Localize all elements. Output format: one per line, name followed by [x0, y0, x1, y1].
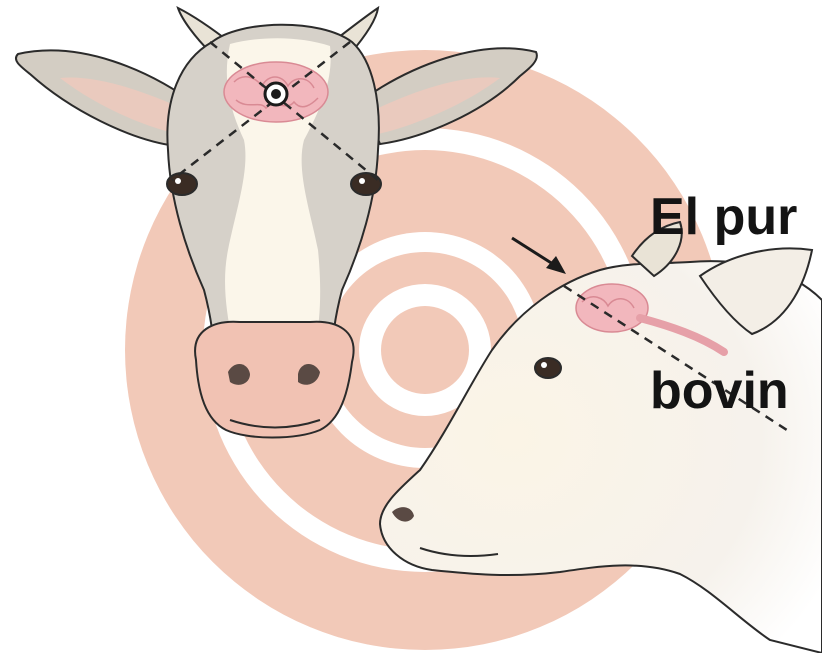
side-eye-glint	[541, 362, 547, 368]
right-eye-glint	[359, 178, 365, 184]
stun-point-marker	[265, 83, 287, 105]
left-eye-glint	[175, 178, 181, 184]
muzzle	[195, 322, 353, 438]
target-bullseye	[381, 306, 469, 394]
right-eye	[351, 173, 381, 195]
side-eye	[535, 358, 561, 378]
title-line-1: El pur	[650, 188, 797, 246]
title-line-2: bovin	[650, 362, 797, 420]
left-eye	[167, 173, 197, 195]
title: El pur bovin	[650, 72, 797, 536]
